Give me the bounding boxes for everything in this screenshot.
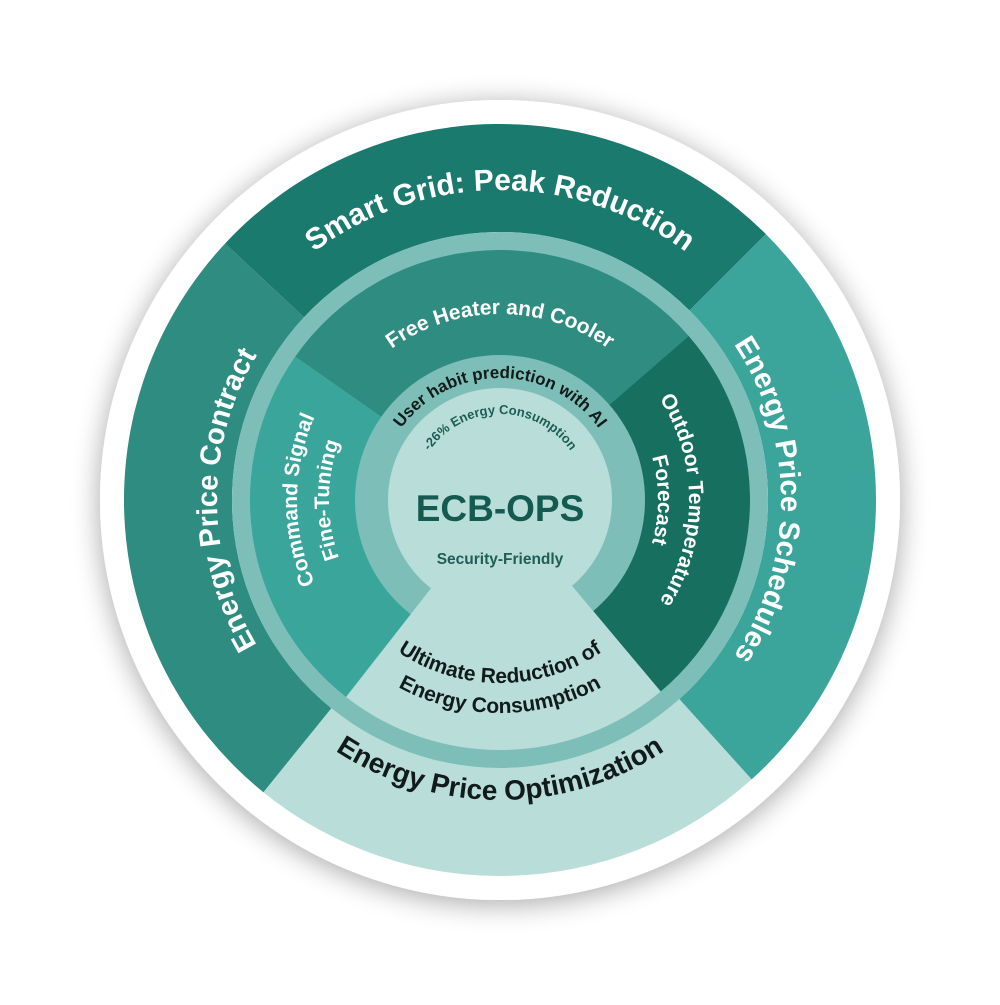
- middle-segment-ultimate-reduction: [346, 500, 661, 750]
- outer-segment-price-optimization: [263, 699, 752, 876]
- center-circle: [388, 388, 612, 612]
- outer-segment-price-contract: [124, 243, 332, 793]
- outer-segment-smart-grid: [225, 124, 766, 318]
- segments: [124, 124, 876, 876]
- center-subtitle: Security-Friendly: [437, 551, 564, 568]
- outer-segment-price-schedules: [679, 234, 876, 780]
- center-title: ECB-OPS: [416, 488, 585, 529]
